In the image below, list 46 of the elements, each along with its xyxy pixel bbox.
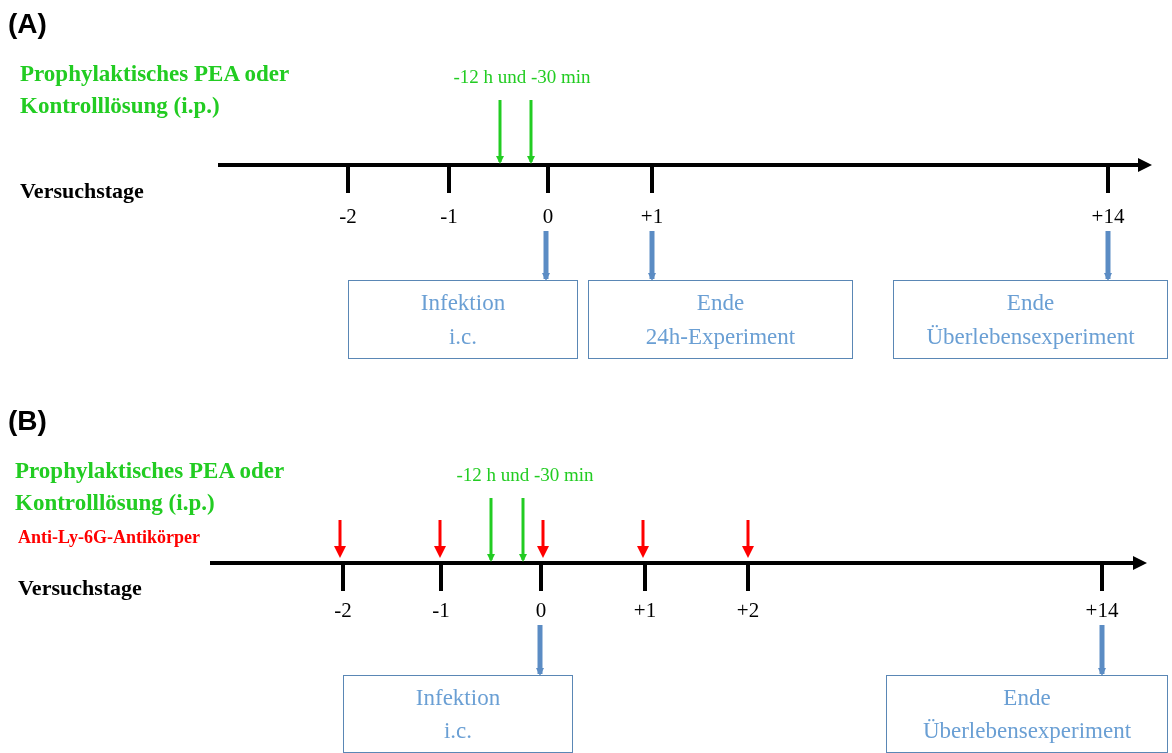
- event-text: Überlebensexperiment: [921, 717, 1133, 745]
- tick-label: +14: [1085, 598, 1119, 623]
- event-text: 24h-Experiment: [644, 322, 797, 351]
- event-box: [348, 280, 578, 359]
- event-text: Infektion: [414, 683, 502, 712]
- tick-label: -1: [432, 598, 450, 623]
- event-text: Ende: [1002, 683, 1052, 712]
- event-text: Überlebensexperiment: [925, 322, 1136, 351]
- tick-label: +14: [1091, 204, 1125, 229]
- arrow: [527, 100, 535, 164]
- tick-label: +1: [633, 598, 657, 623]
- event-box: [343, 675, 573, 753]
- antibody-label: Anti-Ly-6G-Antikörper: [18, 527, 200, 548]
- time-label: -12 h und -30 min: [453, 66, 591, 88]
- event-text: i.c.: [442, 717, 474, 745]
- arrow: [1098, 625, 1106, 676]
- tick-label: -1: [440, 204, 458, 229]
- event-box: [588, 280, 853, 359]
- axis-title: Versuchstage: [18, 575, 142, 601]
- panel-label: (B): [8, 405, 47, 437]
- arrow: [496, 100, 504, 164]
- panel-label: (A): [8, 8, 47, 40]
- axis-title: Versuchstage: [20, 178, 144, 204]
- arrow: [1104, 231, 1112, 281]
- event-text: i.c.: [447, 322, 479, 351]
- tick-label: -2: [334, 598, 352, 623]
- treatment-label: Prophylaktisches PEA oder Kontrolllösung (i.p.): [15, 457, 285, 518]
- tick-label: -2: [339, 204, 357, 229]
- event-text: Ende: [695, 289, 746, 318]
- event-text: Ende: [1005, 289, 1056, 318]
- arrow: [536, 625, 544, 676]
- arrow: [519, 498, 527, 562]
- tick-label: +1: [640, 204, 664, 229]
- tick-label: 0: [535, 598, 547, 623]
- event-box: [893, 280, 1168, 359]
- tick-label: +2: [736, 598, 760, 623]
- event-text: Infektion: [419, 289, 507, 318]
- event-box: [886, 675, 1168, 753]
- tick-label: 0: [542, 204, 554, 229]
- time-label: -12 h und -30 min: [456, 464, 594, 486]
- arrow: [487, 498, 495, 562]
- timeline-arrow: [218, 158, 1152, 193]
- treatment-label: Prophylaktisches PEA oder Kontrolllösung (i.p.): [20, 60, 290, 121]
- timeline-arrow: [210, 556, 1147, 591]
- arrow: [542, 231, 550, 281]
- arrow: [648, 231, 656, 281]
